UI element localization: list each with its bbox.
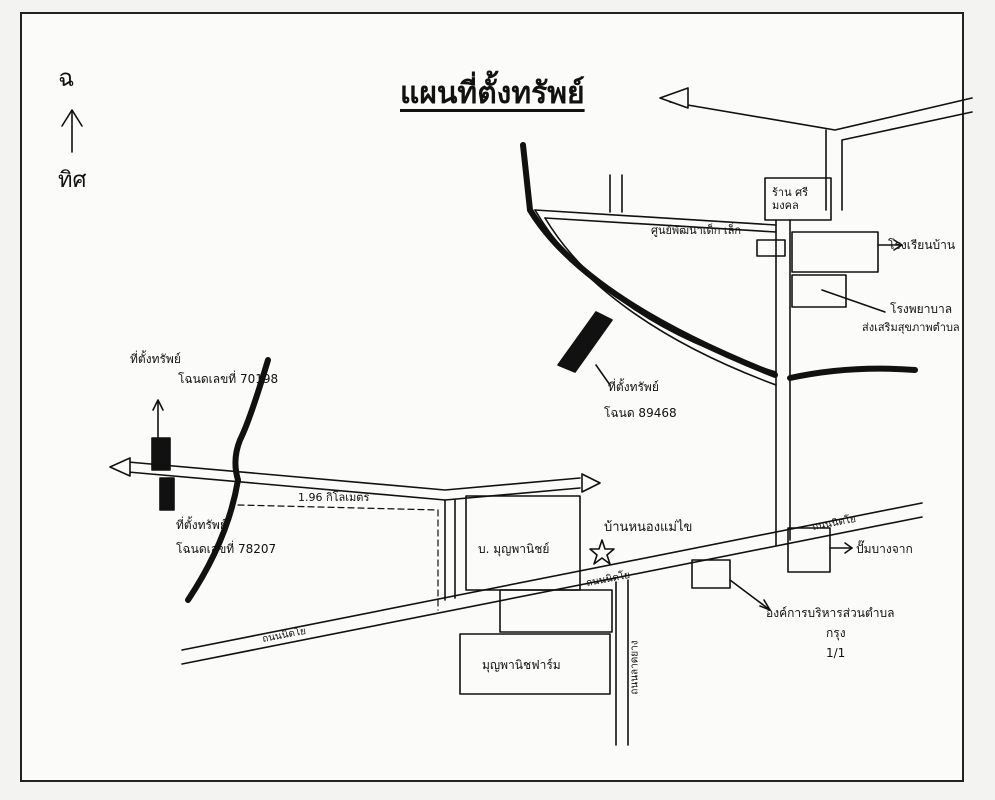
road-side-south <box>615 579 629 746</box>
gas-label: ปั๊มบางจาก <box>856 542 913 556</box>
center-label: ศูนย์พัฒนาเด็ก เล็ก <box>650 224 742 237</box>
company-label: บ. มุญพานิชย์ <box>478 542 550 556</box>
compass-direction-label: ทิศ <box>58 168 87 193</box>
plot-3-shape <box>557 311 613 373</box>
road-vertical-main <box>775 219 791 546</box>
hospital-label-2: ส่งเสริมสุขภาพตำบล <box>862 321 960 334</box>
page-title: แผนที่ตั้งทรัพย์ <box>400 76 585 111</box>
compass-north-mark: ฉ <box>58 64 75 92</box>
distance-line <box>237 504 439 611</box>
village-star-icon <box>589 539 615 565</box>
tambon-label-1: องค์การบริหารส่วนตำบล <box>766 606 895 620</box>
mart-building <box>764 177 832 221</box>
plot-3-pointer <box>595 364 611 386</box>
center-building <box>756 239 786 257</box>
distance-label: 1.96 กิโลเมตร <box>298 491 370 504</box>
mart-label: ร้าน ศรีมงคล <box>772 186 808 212</box>
tambon-pointer <box>729 579 771 611</box>
plot-2-title: ที่ตั้งทรัพย์ <box>176 518 227 532</box>
plot-2-deed: โฉนดเลขที่ 78207 <box>176 542 277 556</box>
road-north-east <box>659 87 973 211</box>
farm-building <box>459 633 611 695</box>
plot-3-title: ที่ตั้งทรัพย์ <box>608 380 659 394</box>
hospital-pointer <box>821 289 886 313</box>
side-road-label: ถนนลาดยาง <box>629 640 641 695</box>
plot-1-title: ที่ตั้งทรัพย์ <box>130 352 181 366</box>
plot-3-deed: โฉนด 89468 <box>604 406 677 420</box>
map-frame <box>20 12 964 782</box>
farm-label: มุญพานิชฟาร์ม <box>482 658 561 672</box>
hospital-building <box>791 274 847 308</box>
tambon-label-2: กรุง <box>826 626 846 640</box>
school-label: โรงเรียนบ้าน <box>888 238 956 252</box>
river <box>185 142 918 603</box>
plot-1-shape <box>151 437 171 471</box>
school-building <box>791 231 879 273</box>
tambon-building <box>691 559 731 589</box>
north-arrow-icon <box>61 109 83 153</box>
lower-block <box>499 589 613 633</box>
hospital-label-1: โรงพยาบาล <box>890 302 953 316</box>
plot-1-deed: โฉนดเลขที่ 70198 <box>178 372 279 386</box>
gas-building <box>787 527 831 573</box>
village-label: บ้านหนองแม่ไข <box>604 520 693 535</box>
tambon-label-3: 1/1 <box>826 646 846 660</box>
plot-2-shape <box>159 477 175 511</box>
road-vertical-mid <box>444 499 456 601</box>
